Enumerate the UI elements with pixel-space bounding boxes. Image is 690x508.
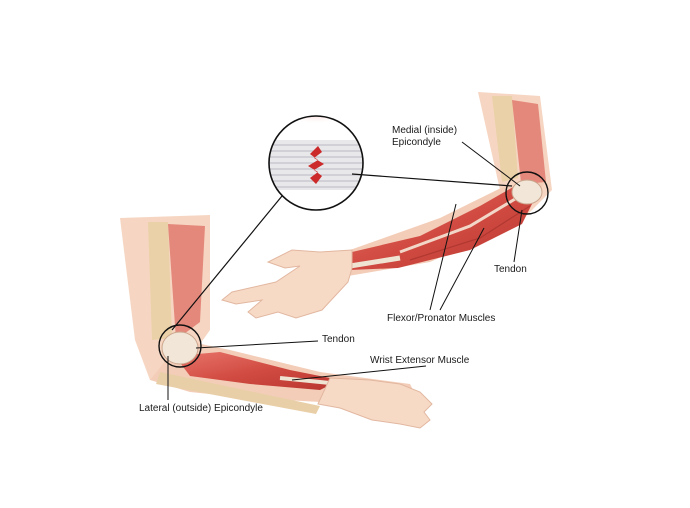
label-tendon-upper: Tendon (494, 264, 527, 275)
hand-lateral (317, 377, 433, 429)
flexor-muscle-mass (350, 186, 540, 270)
inset-circle-border (268, 115, 364, 211)
label-lateral-epicondyle: Lateral (outside) Epicondyle (139, 403, 263, 414)
zoom-line-lateral (171, 195, 283, 331)
magnified-tendon-inset (171, 115, 513, 331)
upper-arm-medial (220, 92, 552, 319)
lateral-epicondyle-joint (161, 331, 199, 365)
lateral-epicondyle-circle (158, 324, 202, 368)
lower-arm-lateral (120, 215, 433, 429)
leader-lines (167, 141, 523, 400)
label-medial-line2: Epicondyle (392, 137, 441, 148)
zoom-line-medial (351, 173, 513, 187)
leader-wrist-extensor (291, 365, 427, 381)
hand-medial (220, 249, 353, 319)
flexor-muscle-stripe-2 (409, 205, 531, 261)
leader-flexor-b (439, 227, 485, 311)
biceps-muscle (512, 100, 546, 192)
leader-medial (461, 141, 521, 187)
label-wrist-extensor: Wrist Extensor Muscle (370, 355, 470, 366)
tendon-tear (308, 146, 324, 184)
flexor-tendon (349, 255, 401, 269)
label-flexor-pronator: Flexor/Pronator Muscles (387, 313, 496, 324)
radius-bone (156, 372, 320, 414)
humerus-bone (492, 96, 518, 182)
leader-tendon-lower (195, 340, 319, 349)
medial-epicondyle-circle (505, 171, 549, 215)
flexor-muscle-stripe (399, 194, 521, 254)
label-tendon-lower: Tendon (322, 334, 355, 345)
humerus-bone-lateral (148, 222, 172, 340)
leader-flexor-a (429, 203, 457, 311)
triceps-muscle (168, 224, 205, 340)
leader-tendon-upper (513, 209, 523, 263)
label-medial-line1: Medial (inside) (392, 125, 458, 136)
